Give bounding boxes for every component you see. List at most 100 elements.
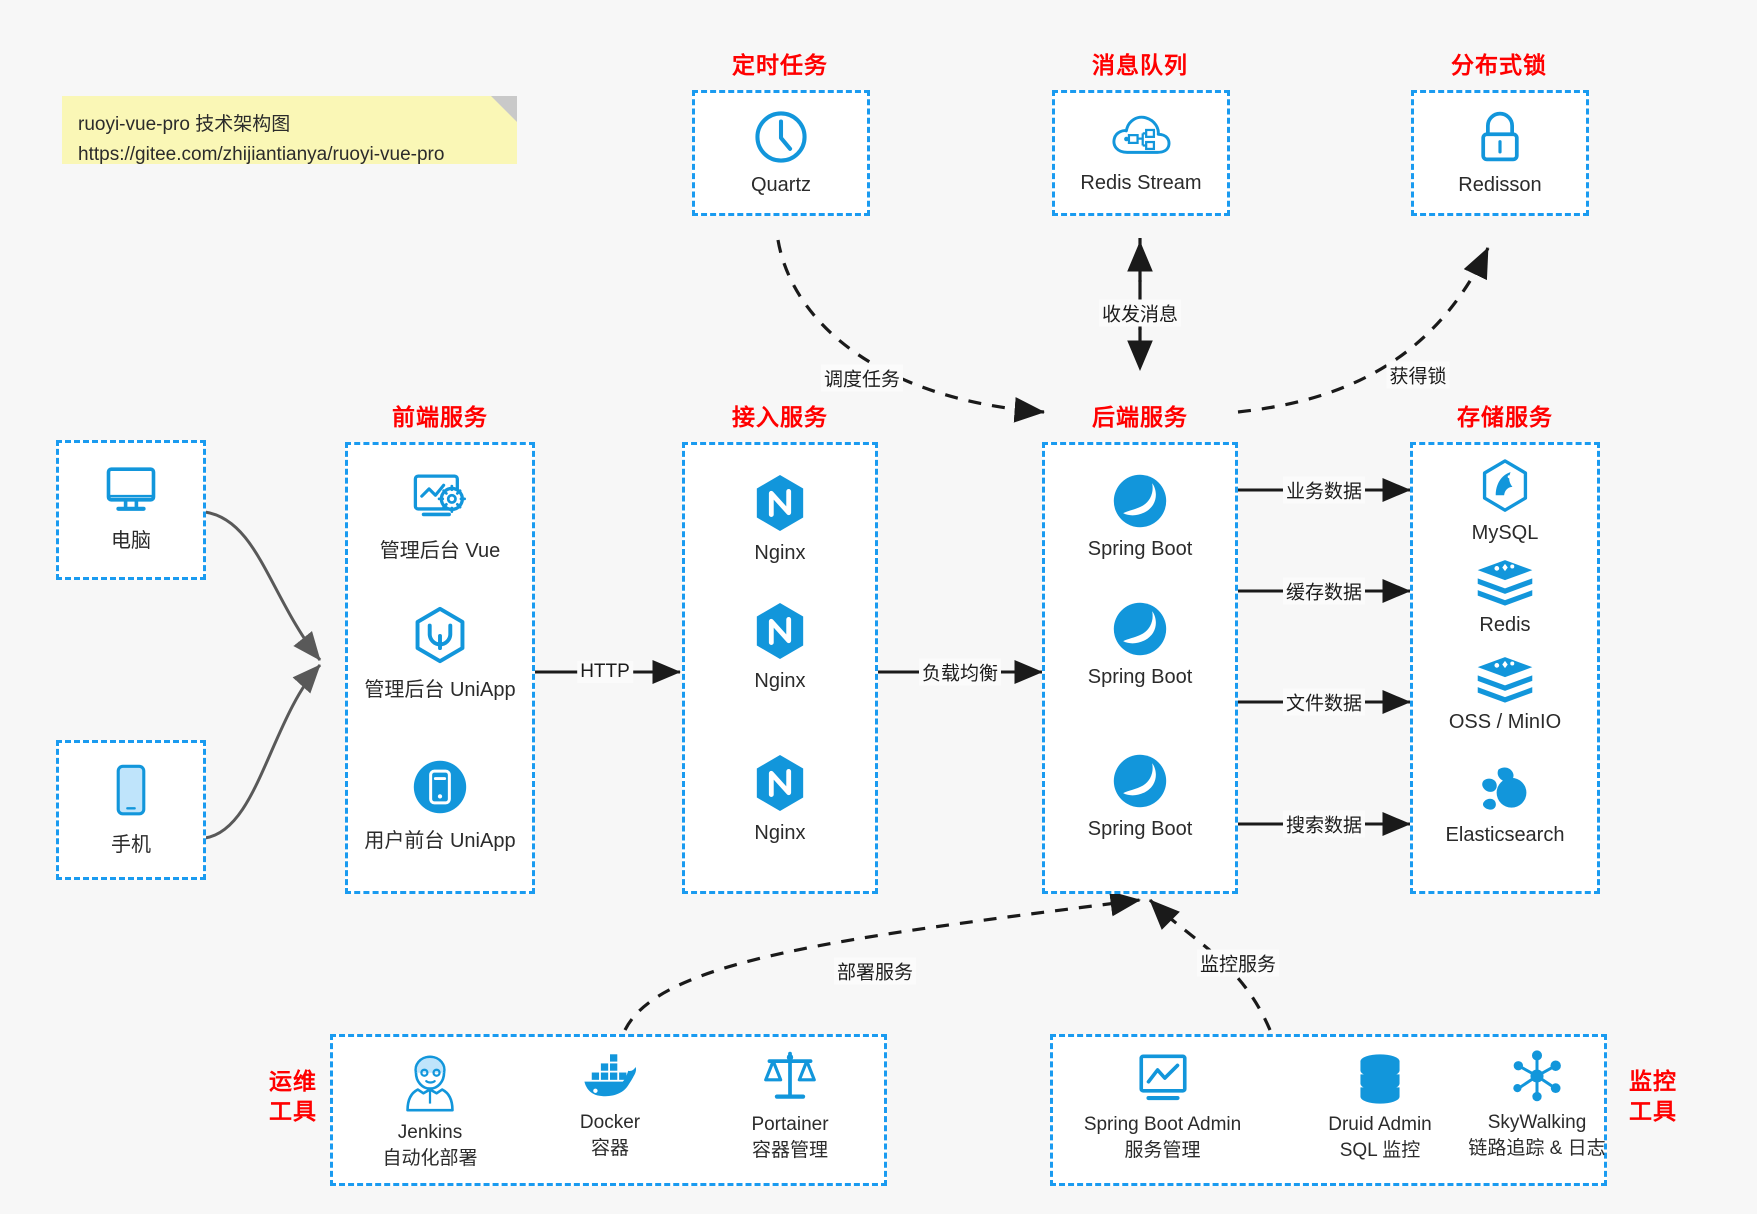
nginx-icon (752, 752, 808, 814)
group-title-scheduler: 定时任务 (732, 52, 828, 78)
node-redis-stream[interactable]: Redis Stream (1052, 108, 1230, 195)
node-jenkins[interactable]: Jenkins 自动化部署 (340, 1052, 520, 1172)
note-line-url: https://gitee.com/zhijiantianya/ruoyi-vu… (78, 144, 445, 165)
group-title-mq: 消息队列 (1092, 52, 1188, 78)
mobile-icon (110, 762, 152, 820)
node-label-spring-boot-2: Spring Boot (1087, 666, 1193, 688)
node-label-portainer: Portainer 容器管理 (751, 1112, 828, 1164)
node-label-nginx-3: Nginx (754, 822, 806, 844)
node-label-docker-sub: 容器 (590, 1138, 629, 1159)
node-spring-boot-admin[interactable]: Spring Boot Admin 服务管理 (1055, 1052, 1270, 1164)
group-title-lock: 分布式锁 (1451, 52, 1547, 78)
edge-label-business-data: 业务数据 (1282, 476, 1366, 504)
group-title-monitor-line2: 工具 (1629, 1098, 1677, 1124)
edge-label-mq-messages: 收发消息 (1098, 299, 1182, 327)
node-label-sba-sub: 服务管理 (1124, 1140, 1201, 1161)
edge-label-cache-data: 缓存数据 (1282, 577, 1366, 605)
scales-icon (762, 1048, 818, 1106)
spring-boot-icon (1111, 600, 1169, 658)
node-spring-boot-1[interactable]: Spring Boot (1042, 472, 1238, 561)
database-icon (1353, 1052, 1407, 1106)
edge-label-load-balance: 负载均衡 (918, 658, 1002, 686)
node-label-nginx-1: Nginx (754, 542, 806, 564)
node-label-oss-minio: OSS / MinIO (1448, 711, 1562, 733)
sticky-note: ruoyi-vue-pro 技术架构图 https://gitee.com/zh… (62, 96, 517, 165)
node-quartz[interactable]: Quartz (692, 108, 870, 197)
node-admin-uniapp[interactable]: 管理后台 UniApp (345, 605, 535, 702)
group-title-devops: 运维 工具 (258, 1066, 328, 1126)
edge-label-file-data: 文件数据 (1282, 688, 1366, 716)
group-box-scheduler (692, 90, 870, 216)
edge-label-deploy-service: 部署服务 (833, 957, 917, 985)
group-box-frontend (345, 442, 535, 894)
node-user-uniapp[interactable]: 用户前台 UniApp (345, 758, 535, 853)
node-label-mysql: MySQL (1471, 522, 1539, 544)
group-title-monitor-line1: 监控 (1629, 1068, 1677, 1094)
group-title-frontend: 前端服务 (392, 404, 488, 430)
node-redisson[interactable]: Redisson (1411, 108, 1589, 197)
group-title-monitor: 监控 工具 (1618, 1066, 1688, 1126)
node-nginx-2[interactable]: Nginx (682, 600, 878, 693)
node-mysql[interactable]: MySQL (1410, 458, 1600, 545)
node-label-jenkins: Jenkins 自动化部署 (382, 1120, 477, 1172)
skywalking-icon (1508, 1048, 1566, 1104)
node-label-druid-admin: Druid Admin SQL 监控 (1328, 1112, 1432, 1164)
node-spring-boot-3[interactable]: Spring Boot (1042, 752, 1238, 841)
node-elasticsearch[interactable]: Elasticsearch (1410, 762, 1600, 847)
node-portainer[interactable]: Portainer 容器管理 (700, 1048, 880, 1164)
nginx-icon (752, 600, 808, 662)
node-label-portainer-name: Portainer (751, 1114, 829, 1135)
node-label-druid-sub: SQL 监控 (1339, 1140, 1421, 1161)
node-label-docker: Docker 容器 (580, 1110, 640, 1162)
node-skywalking[interactable]: SkyWalking 链路追踪 & 日志 (1442, 1048, 1632, 1162)
node-nginx-1[interactable]: Nginx (682, 472, 878, 565)
node-label-sba-name: Spring Boot Admin (1083, 1114, 1242, 1135)
clock-icon (752, 108, 810, 166)
node-nginx-3[interactable]: Nginx (682, 752, 878, 845)
lock-icon (1472, 108, 1528, 166)
node-label-admin-uniapp: 管理后台 UniApp (364, 679, 516, 701)
node-spring-boot-2[interactable]: Spring Boot (1042, 600, 1238, 689)
node-redis[interactable]: Redis (1410, 558, 1600, 637)
node-label-redis-stream: Redis Stream (1080, 172, 1202, 194)
nginx-icon (752, 472, 808, 534)
dashboard-icon (409, 470, 471, 526)
edge-label-acquire-lock: 获得锁 (1386, 361, 1450, 389)
edge-label-http: HTTP (577, 661, 633, 683)
node-label-quartz: Quartz (750, 174, 812, 196)
desktop-icon (102, 462, 160, 516)
node-label-spring-boot-3: Spring Boot (1087, 818, 1193, 840)
node-label-admin-vue: 管理后台 Vue (379, 540, 501, 562)
node-desktop[interactable]: 电脑 (56, 462, 206, 553)
node-label-redis: Redis (1479, 614, 1531, 636)
note-fold-corner (491, 96, 517, 122)
docker-icon (579, 1052, 641, 1104)
node-docker[interactable]: Docker 容器 (525, 1052, 695, 1162)
node-label-elasticsearch: Elasticsearch (1445, 824, 1565, 846)
edge-label-monitor-service: 监控服务 (1196, 949, 1280, 977)
node-label-docker-name: Docker (579, 1112, 641, 1133)
group-title-backend: 后端服务 (1092, 404, 1188, 430)
group-title-storage: 存储服务 (1457, 404, 1553, 430)
elasticsearch-icon (1476, 762, 1534, 816)
jenkins-icon (401, 1052, 459, 1114)
node-druid-admin[interactable]: Druid Admin SQL 监控 (1290, 1052, 1470, 1164)
group-title-gateway: 接入服务 (732, 404, 828, 430)
edge-label-search-data: 搜索数据 (1282, 810, 1366, 838)
cloud-stream-icon (1110, 108, 1172, 164)
node-oss-minio[interactable]: OSS / MinIO (1410, 655, 1600, 734)
node-label-druid-name: Druid Admin (1328, 1114, 1432, 1135)
edge-label-schedule-task: 调度任务 (820, 364, 904, 392)
node-label-spring-boot-admin: Spring Boot Admin 服务管理 (1084, 1112, 1241, 1164)
node-admin-vue[interactable]: 管理后台 Vue (345, 470, 535, 563)
node-mobile[interactable]: 手机 (56, 762, 206, 857)
oss-stack-icon (1475, 655, 1535, 703)
mysql-icon (1479, 458, 1531, 514)
node-label-nginx-2: Nginx (754, 670, 806, 692)
uniapp-cube-icon (411, 605, 469, 665)
node-label-desktop: 电脑 (111, 530, 151, 552)
node-label-portainer-sub: 容器管理 (751, 1140, 828, 1161)
node-label-jenkins-sub: 自动化部署 (382, 1148, 478, 1169)
edge-clients-to-frontend (204, 510, 322, 840)
